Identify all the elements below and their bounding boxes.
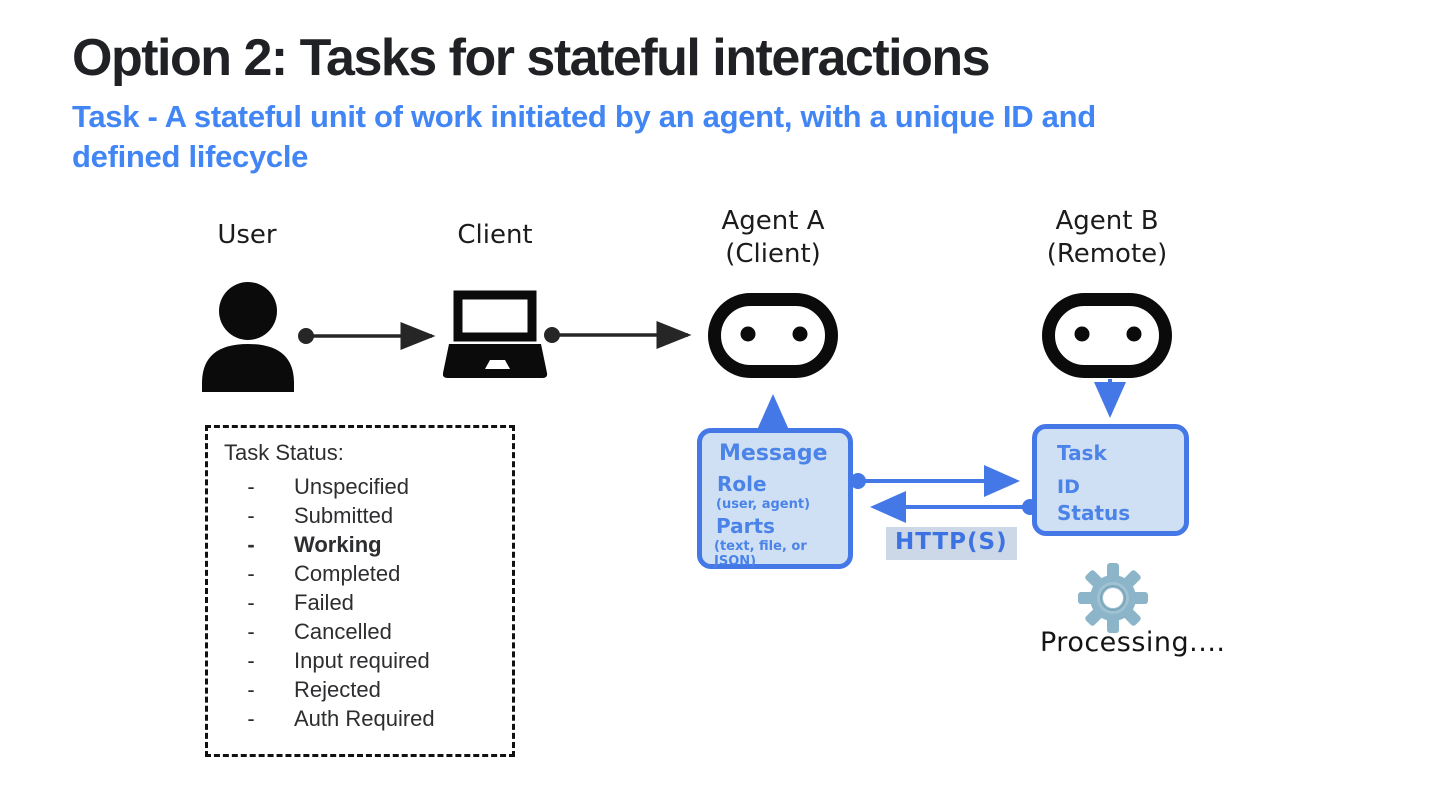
agent-b-label: Agent B (Remote): [1027, 205, 1187, 271]
message-role-detail: (user, agent): [716, 497, 811, 512]
client-laptop-icon: [443, 290, 548, 378]
task-status-field: Status: [1057, 501, 1131, 525]
list-dash: -: [247, 618, 255, 644]
agent-b-role: (Remote): [1046, 239, 1168, 269]
task-box: Task ID Status: [1032, 424, 1189, 536]
processing-gear-icon: [1078, 563, 1148, 633]
task-box-title: Task: [1057, 441, 1107, 465]
status-item-submitted: -Submitted: [208, 501, 512, 530]
client-label: Client: [457, 220, 533, 250]
list-dash: -: [247, 589, 255, 615]
message-box: Message Role (user, agent) Parts (text, …: [697, 428, 853, 569]
page-subtitle: Task - A stateful unit of work initiated…: [72, 97, 1372, 177]
list-dash: -: [247, 647, 255, 673]
message-parts-field: Parts: [716, 514, 775, 538]
status-item-input-required: -Input required: [208, 646, 512, 675]
list-dash: -: [247, 473, 255, 499]
arrow-task-to-message: [870, 491, 1038, 523]
list-dash: -: [247, 705, 255, 731]
user-label: User: [217, 220, 277, 250]
status-item-rejected: -Rejected: [208, 675, 512, 704]
agent-a-robot-icon: [708, 293, 838, 378]
arrow-user-to-client: [298, 322, 436, 350]
agent-a-name: Agent A: [721, 206, 825, 236]
user-person-icon: [202, 282, 294, 392]
arrow-client-to-agent-a: [544, 321, 692, 349]
message-parts-detail: (text, file, or JSON): [714, 539, 807, 569]
agent-b-robot-icon: [1042, 293, 1172, 378]
message-box-title: Message: [719, 441, 828, 466]
subtitle-line-2: defined lifecycle: [72, 139, 309, 174]
status-item-working: -Working: [208, 530, 512, 559]
message-role-field: Role: [717, 472, 767, 496]
task-status-heading: Task Status:: [224, 440, 344, 465]
task-status-list: -Unspecified -Submitted -Working -Comple…: [208, 472, 512, 733]
page-title: Option 2: Tasks for stateful interaction…: [72, 29, 991, 87]
processing-label: Processing....: [1040, 627, 1226, 658]
status-item-failed: -Failed: [208, 588, 512, 617]
http-protocol-label: HTTP(S): [886, 527, 1017, 560]
task-status-panel: Task Status: -Unspecified -Submitted -Wo…: [205, 425, 515, 757]
agent-b-name: Agent B: [1055, 206, 1159, 236]
list-dash: -: [247, 502, 255, 528]
subtitle-line-1: Task - A stateful unit of work initiated…: [72, 99, 1096, 134]
list-dash: -: [247, 560, 255, 586]
status-item-cancelled: -Cancelled: [208, 617, 512, 646]
status-item-unspecified: -Unspecified: [208, 472, 512, 501]
list-dash: -: [247, 676, 255, 702]
list-dash: -: [247, 531, 255, 557]
status-item-completed: -Completed: [208, 559, 512, 588]
task-id-field: ID: [1057, 476, 1080, 498]
agent-a-role: (Client): [725, 239, 821, 269]
status-item-auth-required: -Auth Required: [208, 704, 512, 733]
arrow-message-to-task: [850, 465, 1020, 497]
agent-a-label: Agent A (Client): [693, 205, 853, 271]
